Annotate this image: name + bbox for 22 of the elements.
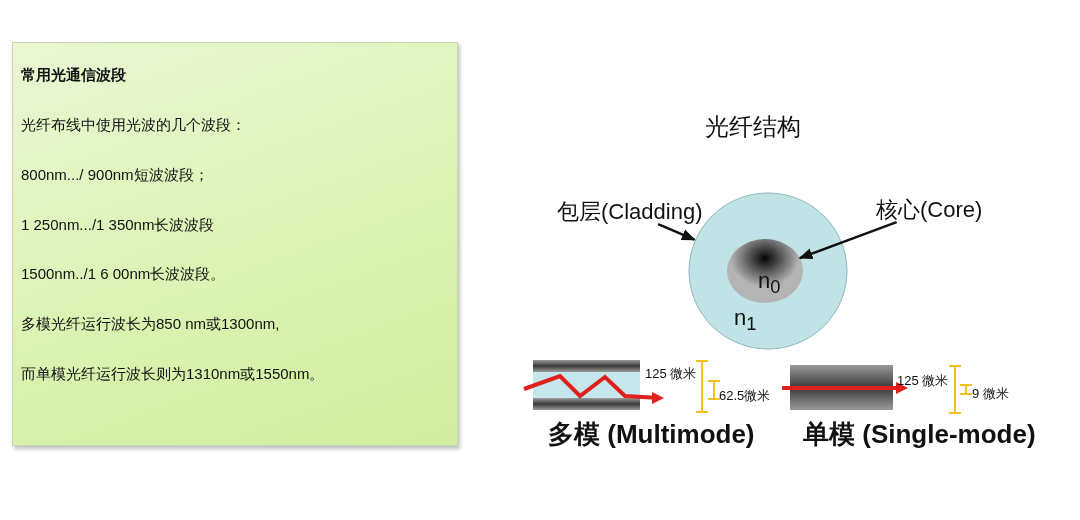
body-text: 1 250nm.../1 350nm长波波段 [21,215,215,235]
dimension-label: 125 微米 [645,367,697,382]
part-label: 包层(Cladding) [557,200,703,225]
fiber-type-label: 单模 (Single-mode) [803,420,1036,449]
text-card [12,42,458,446]
refractive-index-label: n$_{1}$ [734,306,757,335]
part-label: 核心(Core) [876,198,983,223]
card-heading: 常用光通信波段 [21,66,126,85]
dimension-label: 62.5微米 [719,389,771,404]
body-text: 800nm.../ 900nm短波波段； [21,165,209,185]
fiber-type-label: 多模 (Multimode) [548,420,755,449]
refractive-index-label: n$_{0}$ [758,269,781,298]
diagram-title: 光纤结构 [705,114,801,141]
leader-arrow [657,223,696,241]
dimension-label: 9 微米 [972,387,1009,402]
leader-arrow [798,221,898,260]
body-text: 1500nm../1 6 00nm长波波段。 [21,264,226,284]
body-text: 多模光纤运行波长为850 nm或1300nm, [21,314,280,334]
body-text: 光纤布线中使用光波的几个波段： [21,115,246,135]
core-ellipse [727,239,803,303]
body-text: 而单模光纤运行波长则为1310nm或1550nm。 [21,364,325,384]
dimension-label: 125 微米 [897,374,949,389]
